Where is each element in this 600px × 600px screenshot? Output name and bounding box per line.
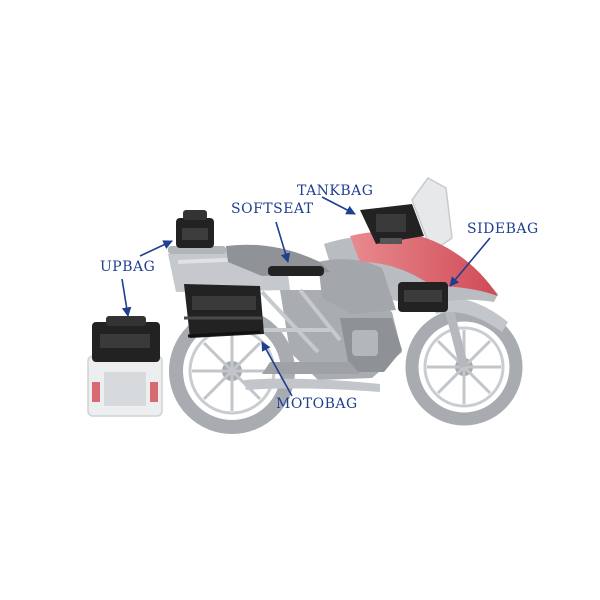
tankbag-label: TANKBAG [297,183,374,199]
arrow-sidebag [449,237,491,287]
arrow-upbag-product [121,278,132,317]
upbag-on-rack [176,210,214,248]
label-arrows [121,196,491,397]
tankbag [360,204,424,244]
softseat-pad [268,266,324,276]
arrow-tankbag [321,196,356,215]
frame-and-engine [244,288,402,392]
upbag-product [87,316,163,417]
side-panel [318,259,396,314]
motobag-label: MOTOBAG [276,396,358,412]
motobag [184,284,264,338]
sidebag-label: SIDEBAG [467,221,539,237]
fuel-tank [324,231,498,306]
sidebag [398,282,448,312]
arrow-softseat [275,221,291,263]
arrow-upbag-rack [139,240,173,257]
softseat-label: SOFTSEAT [231,201,314,217]
upbag-label: UPBAG [100,259,156,275]
arrow-motobag [261,341,293,397]
